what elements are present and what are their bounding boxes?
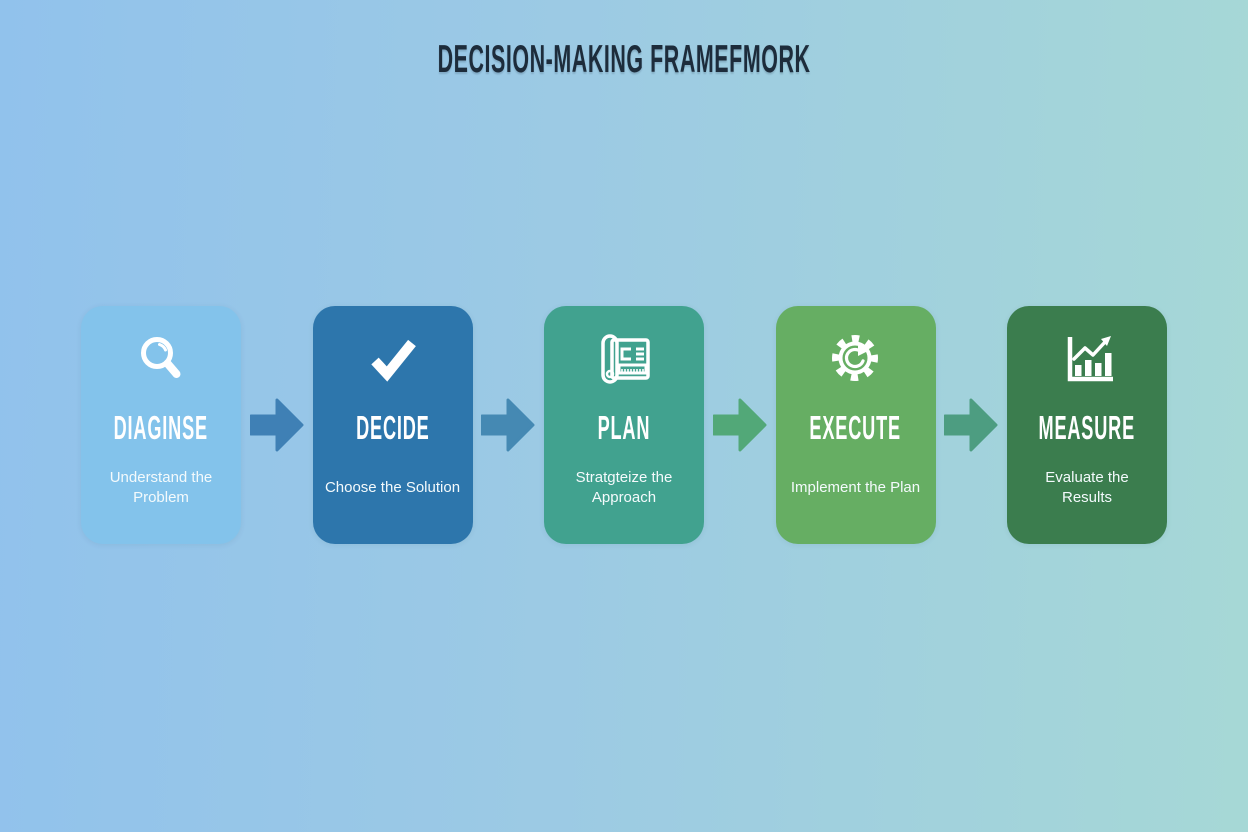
step-card-decide: DECIDE Choose the Solution [312, 306, 473, 544]
step-title: EXECUTE [809, 409, 902, 446]
subtitle-line: Results [1061, 488, 1113, 506]
step-card-measure: MEASURE Evaluate the Results [1007, 306, 1167, 544]
subtitle-line: Stratgteize the [575, 468, 673, 486]
step-card-execute: EXECUTE Implement the Plan [775, 306, 936, 544]
subtitle-line: Problem [133, 488, 189, 506]
step-title: PLAN [597, 409, 651, 446]
checkmark-icon [370, 339, 416, 382]
subtitle-line: Evaluate the [1045, 468, 1129, 486]
subtitle-line: Understand the [109, 468, 213, 486]
page-title-wrap: DECISION-MAKING FRAMEFMORK [0, 38, 1248, 82]
right-arrow-icon [944, 398, 998, 452]
step-title: MEASURE [1038, 409, 1136, 446]
flow-arrow-gap [704, 394, 776, 456]
step-title: DIAGINSE [113, 409, 209, 446]
gear-arrow-icon [831, 335, 878, 381]
subtitle-line: Implement the Plan [790, 478, 921, 496]
flow-arrow-gap [936, 394, 1008, 456]
step-subtitle: Implement the Plan [783, 466, 928, 510]
subtitle-line: Approach [591, 488, 657, 506]
right-arrow-icon [481, 398, 535, 452]
page-title: DECISION-MAKING FRAMEFMORK [437, 38, 811, 81]
subtitle-line: Choose the Solution [324, 478, 461, 496]
step-subtitle: Evaluate the Results [1037, 466, 1136, 510]
right-arrow-icon [712, 398, 767, 452]
blueprint-icon [601, 334, 650, 384]
magnifier-icon [141, 337, 181, 378]
step-subtitle: Understand the Problem [102, 466, 221, 510]
flow-arrow-gap [473, 394, 545, 456]
bar-chart-icon [1067, 336, 1113, 382]
step-subtitle: Stratgteize the Approach [568, 466, 681, 510]
step-title: DECIDE [355, 409, 430, 446]
step-card-diagnose: DIAGINSE Understand the Problem [81, 306, 241, 544]
right-arrow-icon [249, 398, 304, 452]
process-flow-row: DIAGINSE Understand the Problem DECIDE C… [81, 306, 1167, 544]
flow-arrow-gap [241, 394, 313, 456]
step-subtitle: Choose the Solution [317, 466, 468, 510]
step-card-plan: PLAN Stratgteize the Approach [544, 306, 704, 544]
